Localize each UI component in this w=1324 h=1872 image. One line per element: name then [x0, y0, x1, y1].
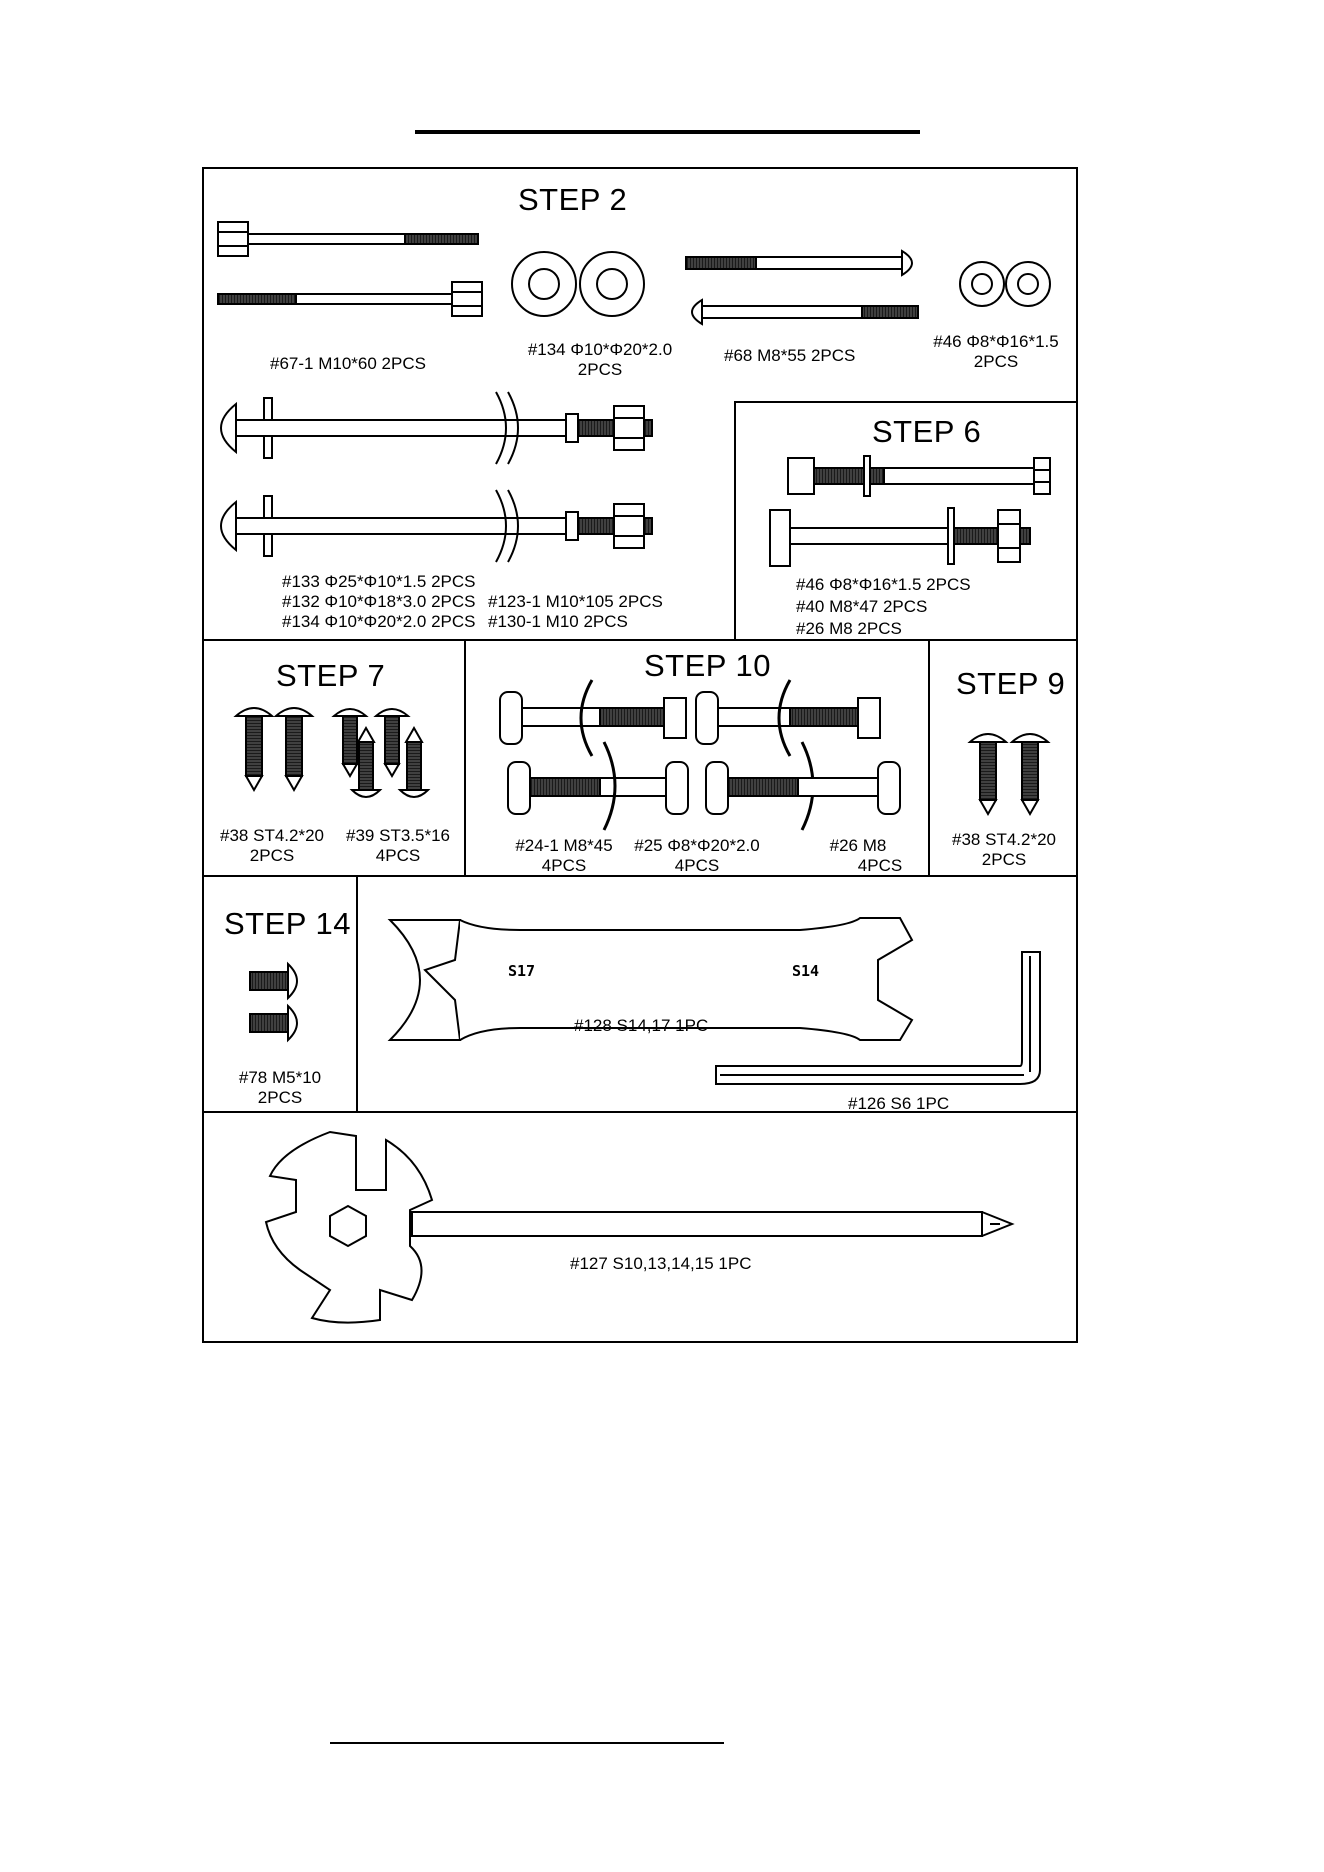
part-38-step7-line2: 2PCS — [249, 846, 295, 865]
part-40-label: #40 M8*47 2PCS — [796, 597, 928, 616]
part-134-axle-label: #134 Φ10*Φ20*2.0 2PCS — [282, 612, 476, 631]
washer-134-icon — [511, 251, 645, 317]
bolt-78-icon — [249, 961, 298, 1043]
step2-title: STEP 2 — [518, 182, 628, 217]
hardware-pack-frame — [202, 167, 1078, 1343]
divider-step7-right — [464, 639, 466, 877]
part-26-step10-label: #26 M8 4PCS — [816, 836, 916, 876]
screw-38-step9-icon — [967, 733, 1051, 817]
part-38-step7-line1: #38 ST4.2*20 — [220, 826, 324, 845]
wrench-128-icon — [387, 917, 914, 1041]
step10-title: STEP 10 — [644, 648, 772, 683]
step6-title: STEP 6 — [872, 414, 982, 449]
part-24-1-line1: #24-1 M8*45 — [515, 836, 613, 855]
multi-tool-127-label: #127 S10,13,14,15 1PC — [570, 1254, 752, 1273]
part-78-label: #78 M5*10 2PCS — [220, 1068, 340, 1108]
step14-title: STEP 14 — [224, 906, 352, 941]
hex-key-126-label: #126 S6 1PC — [848, 1094, 950, 1113]
part-78-line1: #78 M5*10 — [238, 1068, 322, 1087]
part-26-step10-line2: 4PCS — [857, 856, 903, 875]
axle-labels-right: #123-1 M10*105 2PCS #130-1 M10 2PCS — [488, 592, 663, 632]
washer-46-icon — [959, 261, 1051, 307]
part-25-label: #25 Φ8*Φ20*2.0 4PCS — [632, 836, 762, 876]
part-26-step10-line1: #26 M8 — [829, 836, 887, 855]
divider-step14-right — [356, 875, 358, 1113]
screw-39-icon — [331, 708, 431, 798]
part-46-step6-label: #46 Φ8*Φ16*1.5 2PCS — [796, 575, 971, 594]
wrench-left-mark: S17 — [508, 962, 536, 980]
part-68-label: #68 M8*55 2PCS — [724, 346, 856, 365]
part-132-label: #132 Φ10*Φ18*3.0 2PCS — [282, 592, 476, 611]
step9-title: STEP 9 — [956, 666, 1066, 701]
part-24-1-label: #24-1 M8*45 4PCS — [500, 836, 628, 876]
wrench-right-mark: S14 — [792, 962, 820, 980]
divider-row1 — [202, 639, 1078, 641]
screw-38-step7-icon — [233, 707, 315, 793]
divider-row3 — [202, 1111, 1078, 1113]
part-39-line1: #39 ST3.5*16 — [346, 826, 450, 845]
multi-tool-127-icon — [264, 1130, 1015, 1324]
bolt-24-1-icon — [499, 679, 901, 831]
bolt-67-1-icon — [217, 221, 483, 317]
divider-step10-right — [928, 639, 930, 877]
part-46-label: #46 Φ8*Φ16*1.5 2PCS — [926, 332, 1066, 372]
part-26-step6-label: #26 M8 2PCS — [796, 619, 902, 638]
part-78-line2: 2PCS — [257, 1088, 303, 1107]
part-130-1-label: #130-1 M10 2PCS — [488, 612, 628, 631]
wrench-128-label: #128 S14,17 1PC — [574, 1016, 709, 1035]
part-38-step9-line2: 2PCS — [981, 850, 1027, 869]
part-38-step9-label: #38 ST4.2*20 2PCS — [944, 830, 1064, 870]
part-134-line1: #134 Φ10*Φ20*2.0 — [527, 340, 673, 359]
hex-key-126-icon — [715, 951, 1041, 1085]
part-133-label: #133 Φ25*Φ10*1.5 2PCS — [282, 572, 476, 591]
part-134-label: #134 Φ10*Φ20*2.0 2PCS — [520, 340, 680, 380]
part-134-line2: 2PCS — [577, 360, 623, 379]
bottom-rule — [330, 1742, 724, 1744]
divider-row2 — [202, 875, 1078, 877]
bolt-40-icon — [769, 455, 1051, 567]
part-46-line2: 2PCS — [973, 352, 1019, 371]
part-39-label: #39 ST3.5*16 4PCS — [338, 826, 458, 866]
axle-bolt-123-1-icon — [220, 391, 653, 563]
part-123-1-label: #123-1 M10*105 2PCS — [488, 592, 663, 611]
part-24-1-line2: 4PCS — [541, 856, 587, 875]
part-46-line1: #46 Φ8*Φ16*1.5 — [933, 332, 1059, 351]
part-38-step7-label: #38 ST4.2*20 2PCS — [208, 826, 336, 866]
part-67-1-label: #67-1 M10*60 2PCS — [270, 354, 426, 373]
part-25-line1: #25 Φ8*Φ20*2.0 — [634, 836, 760, 855]
step6-labels: #46 Φ8*Φ16*1.5 2PCS #40 M8*47 2PCS #26 M… — [796, 574, 971, 640]
part-38-step9-line1: #38 ST4.2*20 — [952, 830, 1056, 849]
top-rule — [415, 130, 920, 134]
part-25-line2: 4PCS — [674, 856, 720, 875]
axle-labels-left: #133 Φ25*Φ10*1.5 2PCS #132 Φ10*Φ18*3.0 2… — [282, 572, 475, 632]
step7-title: STEP 7 — [276, 658, 386, 693]
bolt-68-icon — [685, 249, 919, 326]
divider-step6-left — [734, 401, 736, 641]
divider-step6-top — [734, 401, 1078, 403]
part-39-line2: 4PCS — [375, 846, 421, 865]
